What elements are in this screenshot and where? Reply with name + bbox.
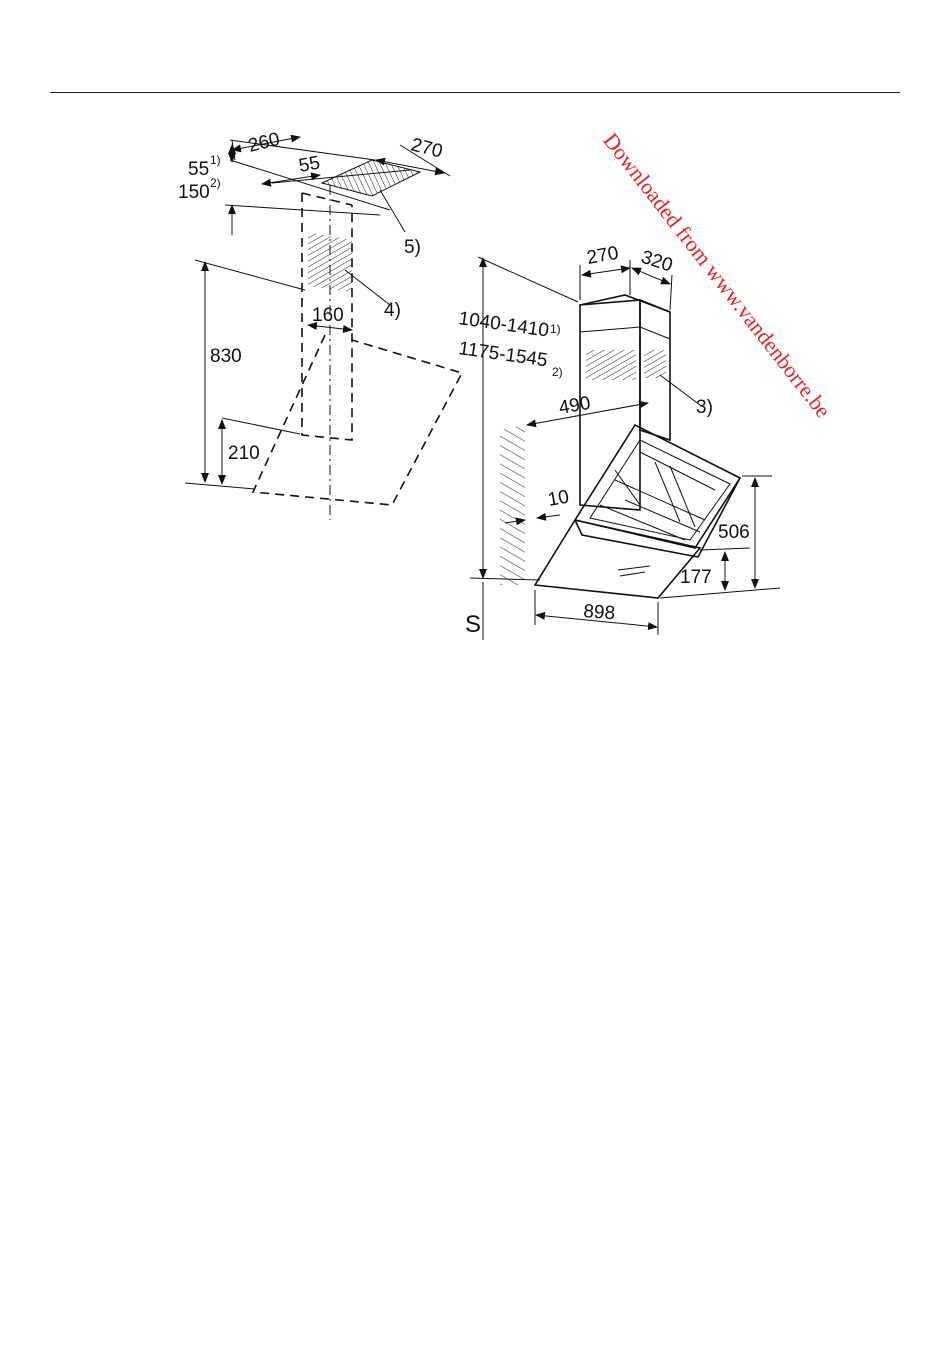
chimney-vents xyxy=(586,350,666,380)
dim-830: 830 xyxy=(210,346,242,367)
dim-270-right: 270 xyxy=(585,243,620,269)
dim-150: 150 xyxy=(178,182,210,203)
dim-506: 506 xyxy=(718,522,750,543)
dim-270-left: 270 xyxy=(409,134,445,162)
left-view: 260 270 55 55 1) 150 2) 5) 4) 160 830 21… xyxy=(178,129,462,520)
outlet-area xyxy=(308,232,352,292)
footnote-2-right: 2) xyxy=(552,365,563,379)
label-4: 4) xyxy=(384,300,401,321)
label-3: 3) xyxy=(696,397,713,418)
right-view: 270 320 1040-1410 1) 1175-1545 2) 3) 490… xyxy=(457,243,780,640)
label-5: 5) xyxy=(404,237,421,258)
wall-hatch xyxy=(500,425,525,585)
dim-177: 177 xyxy=(680,567,712,588)
footnote-2-left: 2) xyxy=(210,176,221,190)
footnote-1-left: 1) xyxy=(210,153,221,167)
dim-320: 320 xyxy=(638,247,675,277)
footnote-1-right: 1) xyxy=(550,322,561,336)
dim-210: 210 xyxy=(228,443,260,464)
dim-898: 898 xyxy=(583,601,616,624)
dim-160: 160 xyxy=(312,305,344,326)
dim-490: 490 xyxy=(557,393,592,419)
dim-260: 260 xyxy=(246,129,282,157)
range-1040-1410: 1040-1410 xyxy=(457,308,550,341)
dim-10: 10 xyxy=(546,487,570,511)
glass-canopy xyxy=(535,520,700,598)
label-s: S xyxy=(465,611,481,638)
dim-55-top: 55 xyxy=(297,153,321,177)
dim-55-side: 55 xyxy=(188,159,209,180)
range-1175-1545: 1175-1545 xyxy=(457,338,549,371)
